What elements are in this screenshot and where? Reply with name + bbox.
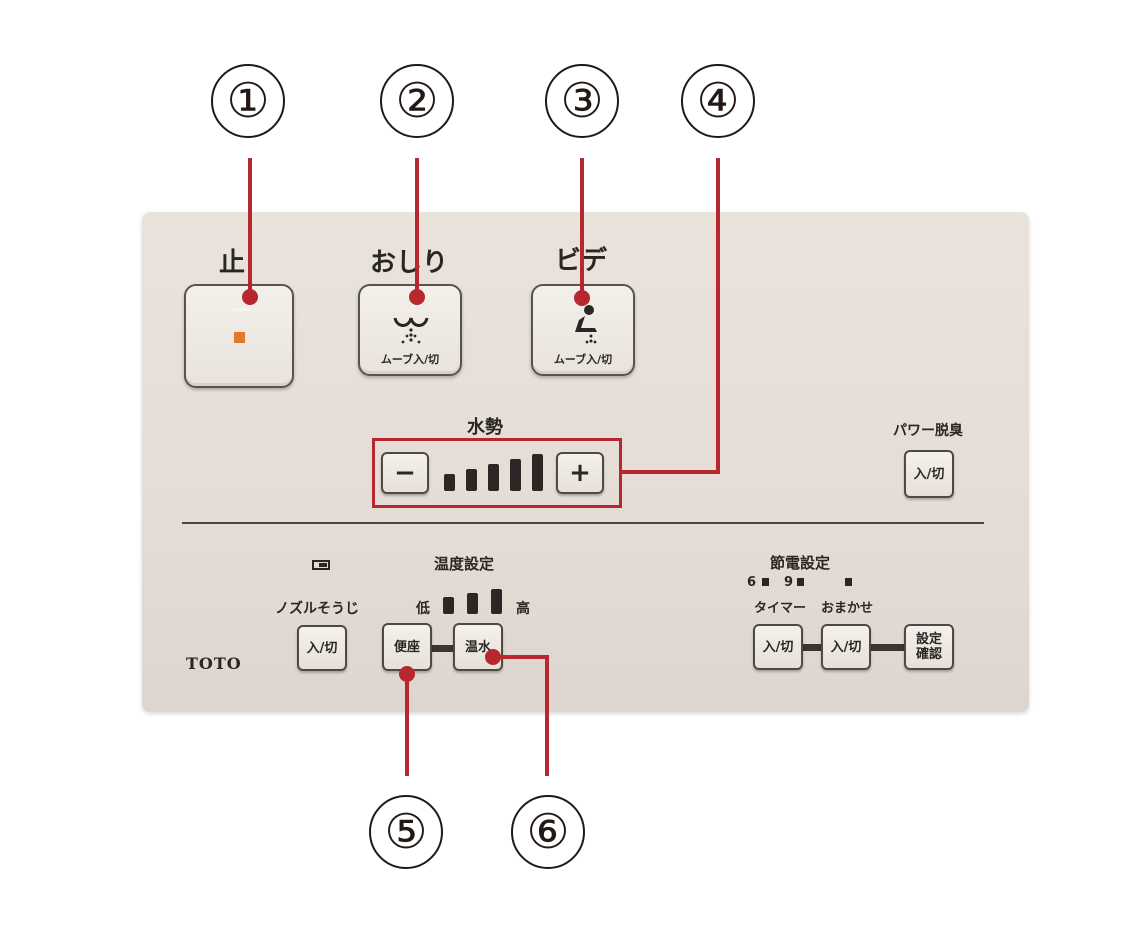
power-save-omakase-indicator (845, 578, 852, 586)
callout-5: ⑤ (369, 795, 443, 869)
power-save-nine-label: 9 (784, 575, 794, 590)
leader-1-line (248, 158, 252, 298)
oshiri-wash-icon (393, 317, 429, 344)
leader-5-dot (399, 666, 415, 682)
power-deodorize-button[interactable]: 入/切 (904, 450, 954, 498)
oshiri-move-label: ムーブ入/切 (380, 353, 440, 366)
stop-label: 止 (219, 248, 246, 278)
callout-3: ③ (545, 64, 619, 138)
leader-6-vertical (545, 655, 549, 776)
panel-divider (182, 522, 984, 524)
stop-indicator-icon (234, 332, 245, 343)
leader-4-horizontal (622, 470, 720, 474)
stop-button[interactable] (184, 284, 294, 388)
water-pressure-level-4 (510, 459, 521, 491)
power-deodorize-label: パワー脱臭 (893, 423, 963, 439)
power-save-nine-indicator (797, 578, 804, 586)
leader-6-horizontal (493, 655, 549, 659)
power-save-timer-label: タイマー (754, 601, 807, 616)
power-save-timer-button[interactable]: 入/切 (753, 624, 803, 670)
temperature-connector (428, 645, 458, 652)
battery-icon (312, 560, 330, 570)
callout-1: ① (211, 64, 285, 138)
temperature-level-1 (443, 597, 454, 614)
leader-2-dot (409, 289, 425, 305)
stop-indicator-line (231, 308, 251, 311)
bidet-move-label: ムーブ入/切 (553, 353, 613, 366)
callout-2: ② (380, 64, 454, 138)
nozzle-clean-button[interactable]: 入/切 (297, 625, 347, 671)
leader-3-line (580, 158, 584, 298)
temperature-label: 温度設定 (434, 555, 495, 573)
seat-temperature-button[interactable]: 便座 (382, 623, 432, 671)
temperature-low-label: 低 (416, 601, 430, 617)
water-pressure-label: 水勢 (467, 417, 503, 438)
leader-3-dot (574, 290, 590, 306)
water-pressure-level-2 (466, 469, 477, 491)
power-save-omakase-button[interactable]: 入/切 (821, 624, 871, 670)
water-pressure-level-3 (488, 464, 499, 491)
callout-4: ④ (681, 64, 755, 138)
water-pressure-plus-button[interactable]: + (556, 452, 604, 494)
settings-confirm-button[interactable]: 設定 確認 (904, 624, 954, 670)
leader-2-line (415, 158, 419, 298)
nozzle-clean-label: ノズルそうじ (275, 601, 359, 617)
oshiri-label: おしり (370, 248, 449, 278)
water-pressure-level-1 (444, 474, 455, 491)
bidet-wash-icon (575, 305, 597, 344)
temperature-level-3 (491, 589, 502, 614)
water-pressure-level-5 (532, 454, 543, 491)
water-pressure-minus-button[interactable]: − (381, 452, 429, 494)
control-panel: 止 おしり ムーブ入/切 ビデ ムーブ入/切 水勢 − + パワー脱臭 入/切 (142, 212, 1029, 712)
power-save-label: 節電設定 (770, 554, 831, 572)
power-save-six-indicator (762, 578, 769, 586)
power-save-omakase-label: おまかせ (821, 601, 874, 616)
leader-6-dot (485, 649, 501, 665)
settings-confirm-line2: 確認 (915, 647, 942, 662)
leader-5-line (405, 672, 409, 776)
callout-6: ⑥ (511, 795, 585, 869)
temperature-level-2 (467, 593, 478, 614)
settings-confirm-line1: 設定 (915, 632, 942, 647)
temperature-high-label: 高 (516, 601, 530, 617)
leader-4-vertical (716, 158, 720, 474)
brand-logo: TOTO (186, 654, 242, 673)
water-pressure-highlight-box (372, 438, 622, 508)
power-save-six-label: 6 (747, 575, 757, 590)
leader-1-dot (242, 289, 258, 305)
